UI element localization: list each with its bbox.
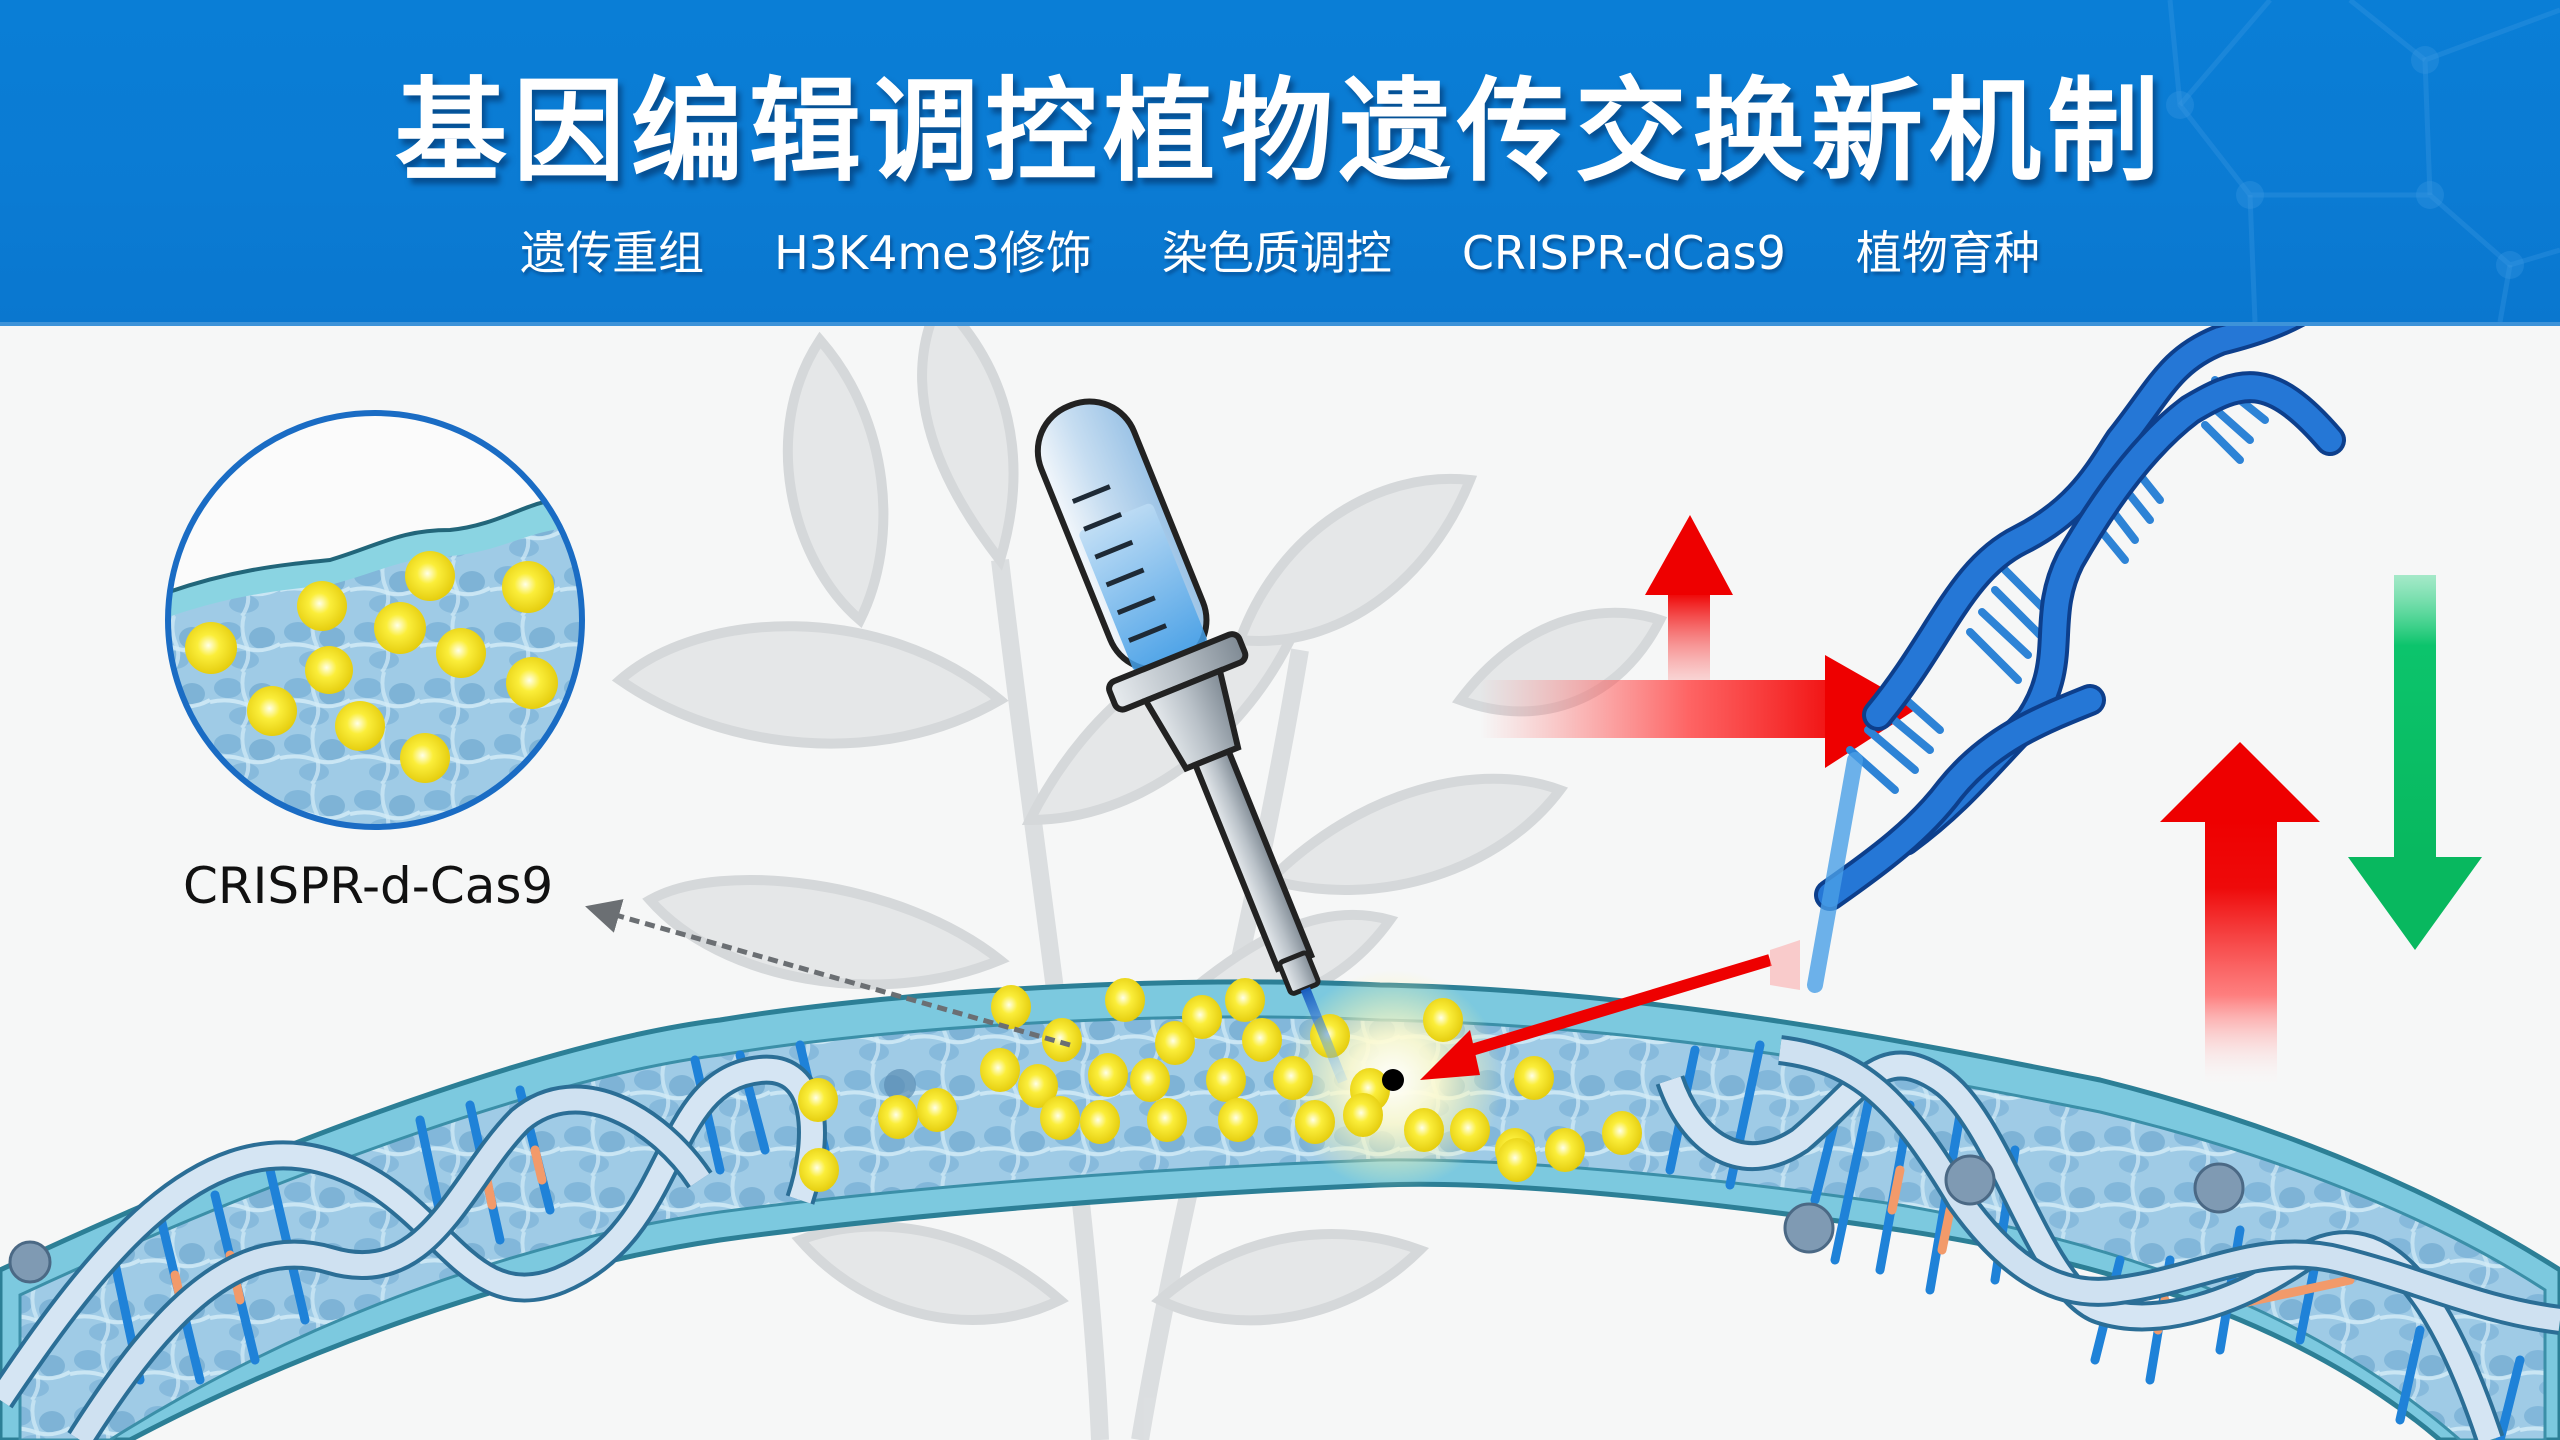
tag-h3k4me3: H3K4me3修饰 [774, 226, 1092, 280]
syringe [1034, 398, 1348, 1084]
magnified-tissue-callout [165, 410, 585, 830]
green-down-arrow [2348, 575, 2482, 950]
tag-crispr-dcas9: CRISPR-dCas9 [1461, 226, 1786, 280]
tag-genetic-recombination: 遗传重组 [520, 226, 705, 280]
band-dna-left [0, 1040, 916, 1440]
illustration: CRISPR-d-Cas9 [0, 326, 2560, 1440]
red-pointer-arrow [1420, 940, 1800, 1080]
injection-point [1382, 1069, 1404, 1091]
curved-tissue-band [0, 979, 2560, 1440]
red-up-arrow [2160, 742, 2320, 1090]
blue-dna-helix [1807, 326, 2346, 993]
page-title: 基因编辑调控植物遗传交换新机制 [395, 67, 2165, 197]
yellow-particles [798, 978, 1642, 1192]
keyword-tags: 遗传重组 H3K4me3修饰 染色质调控 CRISPR-dCas9 植物育种 [0, 218, 2560, 288]
molecular-network-decoration [2166, 0, 2560, 322]
header-banner: 基因编辑调控植物遗传交换新机制 遗传重组 H3K4me3修饰 染色质调控 CRI… [0, 0, 2560, 322]
tag-plant-breeding: 植物育种 [1855, 226, 2040, 280]
callout-label: CRISPR-d-Cas9 [183, 857, 554, 915]
tag-chromatin-regulation: 染色质调控 [1161, 226, 1392, 280]
header-divider [0, 322, 2560, 326]
band-dna-right [1655, 1035, 2560, 1440]
